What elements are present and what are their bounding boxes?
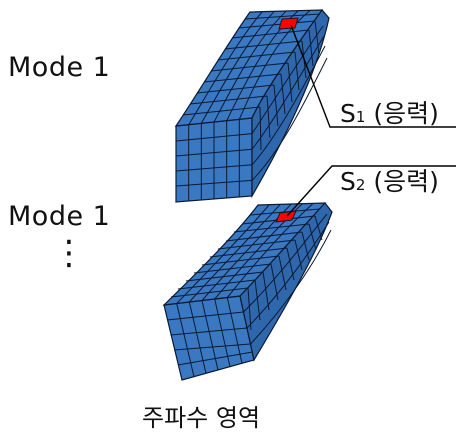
callout-top-symbol: S xyxy=(340,99,356,128)
top-beam-mesh xyxy=(176,10,329,202)
callout-top: S1 (응력) xyxy=(340,94,439,130)
callout-top-text: (응력) xyxy=(373,99,439,128)
mode-label-top: Mode 1 xyxy=(8,52,110,83)
ellipsis-dots: ⋮ xyxy=(52,236,86,270)
footer-caption: 주파수 영역 xyxy=(142,398,260,433)
callout-bottom-subscript: 2 xyxy=(356,176,366,194)
callout-top-subscript: 1 xyxy=(356,108,366,126)
top-stress-element xyxy=(279,18,298,29)
callout-bottom: S2 (응력) xyxy=(340,162,439,198)
callout-bottom-symbol: S xyxy=(340,167,356,196)
callout-bottom-text: (응력) xyxy=(373,167,439,196)
mode-label-bottom: Mode 1 xyxy=(8,201,110,232)
bottom-beam-mesh xyxy=(164,203,332,380)
